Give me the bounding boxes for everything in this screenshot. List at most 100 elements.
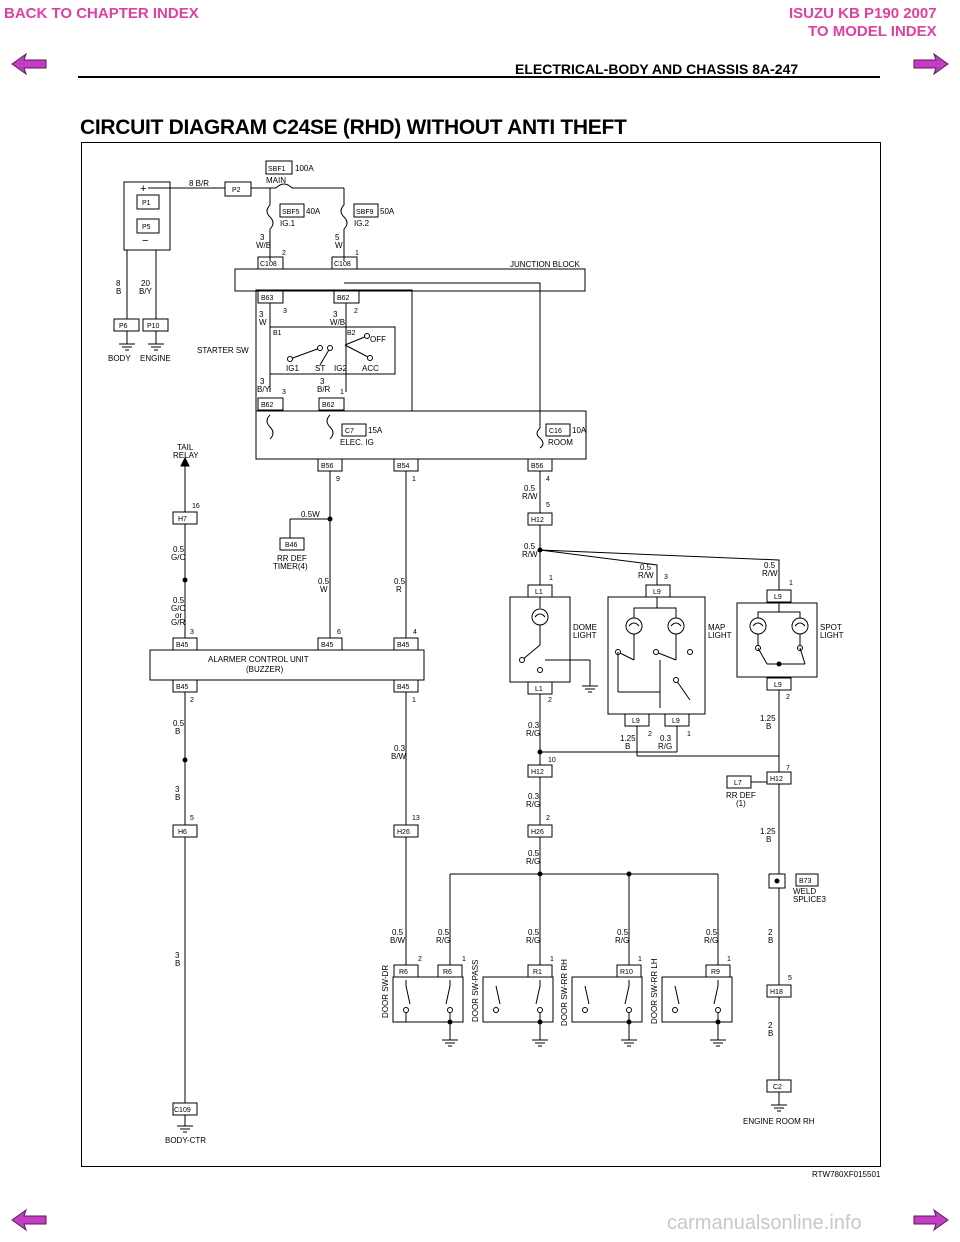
svg-text:3: 3 bbox=[282, 389, 286, 396]
svg-text:B56: B56 bbox=[531, 463, 544, 470]
svg-text:L9: L9 bbox=[672, 718, 680, 725]
wire-03rg-a: 0.3 bbox=[528, 721, 540, 730]
wire-20by-color: B/Y bbox=[139, 287, 153, 296]
wire-05rg-a: 0.5 bbox=[528, 849, 540, 858]
battery-minus-label: − bbox=[142, 235, 148, 247]
figure-code: RTW780XF015501 bbox=[812, 1170, 881, 1179]
map-light-label-2: LIGHT bbox=[708, 631, 732, 640]
wire-125b-c-color: B bbox=[766, 835, 771, 844]
svg-text:2: 2 bbox=[354, 308, 358, 315]
wire-125b-b: 1.25 bbox=[760, 714, 776, 723]
wire-2b-b-color: B bbox=[768, 1029, 773, 1038]
wire-5w-color: W bbox=[335, 241, 343, 250]
wire-05go2-or: or bbox=[175, 611, 182, 620]
wire-5w: 5 bbox=[335, 233, 340, 242]
wire-2b-b: 2 bbox=[768, 1021, 773, 1030]
svg-text:B46: B46 bbox=[285, 542, 298, 549]
svg-text:2: 2 bbox=[548, 697, 552, 704]
connector-b62-b bbox=[318, 397, 345, 411]
alarmer-box bbox=[149, 649, 425, 681]
wire-03bw-color: B/W bbox=[391, 752, 407, 761]
weld-splice-label-2: SPLICE3 bbox=[793, 895, 826, 904]
wire-125b-a-color: B bbox=[625, 742, 630, 751]
svg-text:H18: H18 bbox=[770, 989, 783, 996]
battery-plus-label: + bbox=[140, 183, 146, 195]
wire-05rg-b-color: R/G bbox=[436, 936, 450, 945]
ig1-amp: 40A bbox=[306, 207, 321, 216]
wire-05rw-c-color: R/W bbox=[638, 571, 654, 580]
wire-3by: 3 bbox=[260, 377, 265, 386]
connector-p1 bbox=[136, 194, 160, 210]
wire-125b-b-color: B bbox=[766, 722, 771, 731]
weld-splice-box bbox=[768, 873, 786, 889]
svg-text:B45: B45 bbox=[176, 642, 189, 649]
wire-3w-color: W bbox=[259, 318, 267, 327]
to-model-index-link[interactable]: TO MODEL INDEX bbox=[808, 23, 937, 40]
svg-text:R10: R10 bbox=[620, 969, 633, 976]
wire-03rg-c: 0.3 bbox=[528, 792, 540, 801]
wire-05go2: 0.5 bbox=[173, 596, 185, 605]
wire-20by: 20 bbox=[141, 279, 150, 288]
svg-text:7: 7 bbox=[786, 765, 790, 772]
next-page-arrow-icon[interactable] bbox=[912, 52, 950, 76]
svg-text:L1: L1 bbox=[535, 589, 543, 596]
starter-sw-outer bbox=[255, 289, 413, 412]
rr-def-label-2: (1) bbox=[736, 799, 746, 808]
model-title-link[interactable]: ISUZU KB P190 2007 bbox=[789, 5, 937, 22]
svg-text:1: 1 bbox=[687, 731, 691, 738]
wire-05rg-e: 0.5 bbox=[706, 928, 718, 937]
wire-05w: 0.5 bbox=[318, 577, 330, 586]
wire-3b-b-color: B bbox=[175, 959, 180, 968]
next-page-arrow-bottom-icon[interactable] bbox=[912, 1208, 950, 1232]
prev-page-arrow-bottom-icon[interactable] bbox=[10, 1208, 48, 1232]
weld-splice-label-1: WELD bbox=[793, 887, 816, 896]
map-light-box bbox=[607, 596, 706, 715]
starter-sw-box bbox=[269, 326, 396, 375]
connector-p2 bbox=[224, 181, 252, 197]
back-to-chapter-index-link[interactable]: BACK TO CHAPTER INDEX bbox=[4, 5, 199, 22]
prev-page-arrow-icon[interactable] bbox=[10, 52, 48, 76]
label-p5: P5 bbox=[142, 224, 151, 231]
battery-box bbox=[123, 181, 171, 251]
svg-text:1: 1 bbox=[727, 956, 731, 963]
wire-3w: 3 bbox=[259, 310, 264, 319]
door-sw-dr-label: DOOR SW-DR bbox=[381, 965, 390, 1018]
connector-l9-d bbox=[766, 589, 792, 603]
svg-text:P10: P10 bbox=[147, 323, 160, 330]
alarmer-label-2: (BUZZER) bbox=[246, 665, 284, 674]
svg-text:B63: B63 bbox=[261, 295, 274, 302]
wire-125b-c: 1.25 bbox=[760, 827, 776, 836]
wire-05rw-b-color: R/W bbox=[522, 550, 538, 559]
svg-text:5: 5 bbox=[788, 975, 792, 982]
connector-c16 bbox=[545, 423, 571, 437]
svg-text:3: 3 bbox=[283, 308, 287, 315]
svg-text:L9: L9 bbox=[653, 589, 661, 596]
wire-05w-a: 0.5W bbox=[301, 510, 320, 519]
rr-def-timer-label-2: TIMER(4) bbox=[273, 562, 308, 571]
connector-b62-a bbox=[257, 397, 284, 411]
wire-05rg-d-color: R/G bbox=[615, 936, 629, 945]
door-sw-r9-box bbox=[661, 976, 733, 1023]
spot-light-label-1: SPOT bbox=[820, 623, 842, 632]
svg-text:1: 1 bbox=[412, 476, 416, 483]
svg-text:B45: B45 bbox=[397, 642, 410, 649]
svg-text:H12: H12 bbox=[531, 769, 544, 776]
wire-05r: 0.5 bbox=[394, 577, 406, 586]
wire-05rw-a: 0.5 bbox=[524, 484, 536, 493]
label-p2: P2 bbox=[232, 187, 241, 194]
svg-text:C108: C108 bbox=[334, 261, 351, 268]
wire-03rg-c-color: R/G bbox=[526, 800, 540, 809]
label-p1: P1 bbox=[142, 200, 151, 207]
junction-block-top bbox=[234, 268, 586, 292]
svg-text:2: 2 bbox=[648, 731, 652, 738]
svg-text:3: 3 bbox=[190, 629, 194, 636]
wire-3by-color: B/Y bbox=[257, 385, 271, 394]
wire-05r-color: R bbox=[396, 585, 402, 594]
svg-text:H7: H7 bbox=[178, 516, 187, 523]
svg-text:B45: B45 bbox=[176, 684, 189, 691]
wire-125b-a: 1.25 bbox=[620, 734, 636, 743]
wire-05b-color: B bbox=[175, 727, 180, 736]
wire-3wb-color: W/B bbox=[256, 241, 271, 250]
wire-3b-b: 3 bbox=[175, 951, 180, 960]
svg-text:1: 1 bbox=[549, 575, 553, 582]
